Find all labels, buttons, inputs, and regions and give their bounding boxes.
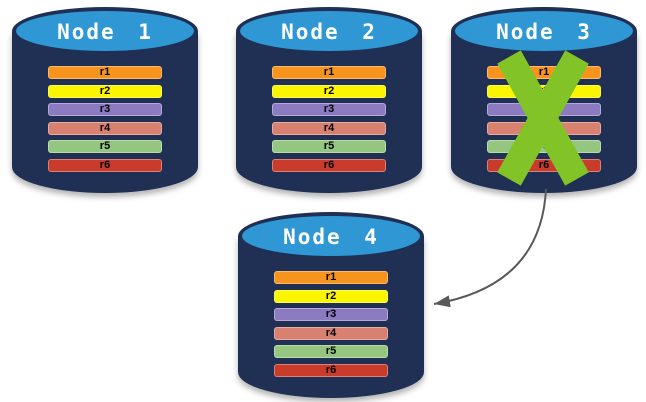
replica-label: r4	[325, 326, 337, 339]
replica-bar: r5	[274, 345, 388, 358]
replica-bar: r1	[272, 66, 386, 79]
node-4: Node 4 r1 r2 r3 r4 r5 r6	[238, 212, 424, 398]
failover-arrow-path	[433, 188, 547, 308]
failure-x-icon	[497, 50, 589, 186]
replica-label: r1	[325, 271, 337, 283]
node-2-replica-stack: r1 r2 r3 r4 r5 r6	[272, 66, 386, 172]
replica-bar: r3	[274, 308, 388, 321]
node-2: Node 2 r1 r2 r3 r4 r5 r6	[236, 7, 422, 193]
node-1: Node 1 r1 r2 r3 r4 r5 r6	[12, 7, 198, 193]
replica-label: r3	[325, 308, 337, 320]
replica-label: r2	[323, 84, 335, 97]
node-4-cylinder-top: Node 4	[238, 212, 424, 260]
replica-bar: r5	[272, 140, 386, 153]
replica-bar: r4	[48, 121, 162, 135]
replica-label: r4	[323, 121, 335, 134]
replica-label: r6	[325, 363, 337, 376]
node-2-cylinder-top: Node 2	[236, 7, 422, 55]
replica-bar: r6	[272, 158, 386, 172]
replica-bar: r2	[274, 289, 388, 303]
replica-label: r5	[99, 140, 111, 152]
replica-label: r1	[538, 66, 550, 78]
replica-label: r4	[99, 121, 111, 134]
replica-bar: r2	[48, 84, 162, 98]
replica-label: r2	[325, 289, 337, 302]
node-1-label: Node 1	[57, 19, 153, 44]
replica-bar: r1	[48, 66, 162, 79]
replica-label: r1	[99, 66, 111, 78]
replica-bar: r6	[48, 158, 162, 172]
replica-bar: r5	[48, 140, 162, 153]
replica-label: r6	[323, 158, 335, 171]
node-4-replica-stack: r1 r2 r3 r4 r5 r6	[274, 271, 388, 377]
replica-label: r3	[99, 103, 111, 115]
replica-label: r6	[538, 158, 550, 171]
node-1-replica-stack: r1 r2 r3 r4 r5 r6	[48, 66, 162, 172]
replica-bar: r3	[272, 103, 386, 116]
replica-bar: r6	[274, 363, 388, 377]
replica-label: r1	[323, 66, 335, 78]
replica-label: r2	[99, 84, 111, 97]
replica-bar: r2	[272, 84, 386, 98]
node-3: Node 3 r1 r2 r3 r4 r5 r6	[451, 7, 637, 193]
node-2-label: Node 2	[281, 19, 377, 44]
replica-label: r3	[323, 103, 335, 115]
replica-bar: r1	[274, 271, 388, 284]
replica-bar: r4	[272, 121, 386, 135]
replica-label: r5	[323, 140, 335, 152]
replica-label: r6	[99, 158, 111, 171]
node-4-label: Node 4	[283, 224, 379, 249]
replica-bar: r3	[48, 103, 162, 116]
node-3-cylinder-top: Node 3	[451, 7, 637, 55]
replica-label: r5	[325, 345, 337, 357]
node-1-cylinder-top: Node 1	[12, 7, 198, 55]
replica-bar: r4	[274, 326, 388, 340]
node-3-label: Node 3	[496, 19, 592, 44]
